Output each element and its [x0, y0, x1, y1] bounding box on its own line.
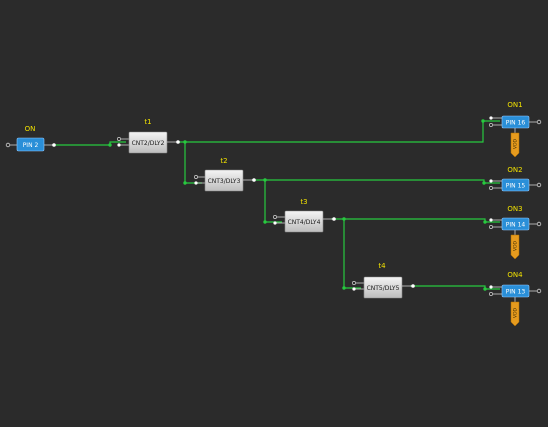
output-on3-input-b[interactable]: [489, 225, 493, 229]
block-t1[interactable]: t1 CNT2/DLY2: [117, 118, 180, 154]
block-t2-name: CNT3/DLY3: [208, 178, 241, 185]
block-t4-body[interactable]: [363, 276, 403, 299]
input-pin-label: PIN 2: [23, 142, 39, 149]
block-t3-name: CNT4/DLY4: [288, 219, 321, 226]
output-on3-input-a[interactable]: [489, 218, 493, 222]
output-on4-connector[interactable]: [536, 288, 542, 294]
junction-dot: [342, 286, 346, 290]
output-pin-15[interactable]: ON2 PIN 15: [489, 166, 542, 192]
block-t2[interactable]: t2 CNT3/DLY3: [194, 157, 256, 192]
output-on1-input-a[interactable]: [489, 116, 493, 120]
output-on1-label: ON1: [507, 101, 522, 109]
wire-t3-to-on3[interactable]: [331, 218, 500, 223]
output-on3-vdd-icon: [510, 234, 520, 260]
junction-dot: [183, 181, 187, 185]
block-t1-output[interactable]: [176, 140, 180, 144]
input-connector[interactable]: [5, 142, 11, 148]
block-t3-label: t3: [300, 198, 307, 206]
junction-dot: [482, 181, 486, 185]
output-on4-vdd-icon: [510, 301, 520, 327]
wire-t2-to-on2[interactable]: [252, 179, 500, 184]
block-t1-input-b[interactable]: [117, 143, 121, 147]
junctions: [108, 119, 487, 291]
block-t4-input-b[interactable]: [352, 287, 356, 291]
output-on1-vdd-icon: [510, 132, 520, 158]
output-pin-14[interactable]: ON3 PIN 14 VDD: [489, 205, 542, 260]
output-on1-vdd-label: VDD: [513, 138, 519, 149]
wire-t2-to-t3[interactable]: [264, 180, 282, 223]
output-on4-vdd-label: VDD: [513, 307, 519, 318]
output-on2-pin-label: PIN 15: [506, 183, 526, 190]
block-t3[interactable]: t3 CNT4/DLY4: [273, 198, 336, 233]
output-on2-input-b[interactable]: [489, 186, 493, 190]
input-pin-body[interactable]: [16, 137, 45, 152]
wires: [54, 120, 500, 290]
junction-dot: [183, 140, 187, 144]
junction-dot: [481, 119, 485, 123]
block-t3-output[interactable]: [332, 217, 336, 221]
junction-dot: [342, 217, 346, 221]
block-t4-name: CNT5/DLY5: [367, 285, 400, 292]
output-on2-input-a[interactable]: [489, 179, 493, 183]
block-t1-input-a[interactable]: [117, 137, 121, 141]
block-t2-output[interactable]: [252, 178, 256, 182]
output-on1-pin-label: PIN 16: [506, 120, 526, 127]
output-on3-connector[interactable]: [536, 221, 542, 227]
output-on4-input-b[interactable]: [489, 292, 493, 296]
block-t1-body[interactable]: [128, 131, 168, 154]
output-on3-vdd-label: VDD: [513, 240, 519, 251]
block-t3-body[interactable]: [284, 210, 324, 233]
block-t3-input-a[interactable]: [273, 215, 277, 219]
wire-t3-to-t4[interactable]: [343, 219, 361, 289]
block-t2-label: t2: [220, 157, 227, 165]
block-t4-output[interactable]: [411, 284, 415, 288]
output-on3-label: ON3: [507, 205, 522, 213]
block-t2-input-b[interactable]: [194, 181, 198, 185]
input-pin-2[interactable]: ON PIN 2: [5, 125, 56, 152]
block-t4-label: t4: [378, 262, 386, 270]
block-t1-label: t1: [144, 118, 151, 126]
block-t3-input-b[interactable]: [273, 221, 277, 225]
output-on2-label: ON2: [507, 166, 522, 174]
output-on1-input-b[interactable]: [489, 123, 493, 127]
junction-dot: [263, 178, 267, 182]
output-on2-connector[interactable]: [536, 182, 542, 188]
output-on4-label: ON4: [507, 271, 523, 279]
output-on4-input-a[interactable]: [489, 285, 493, 289]
wire-pin2-to-t1[interactable]: [54, 141, 126, 146]
output-pin-16[interactable]: ON1 PIN 16 VDD: [489, 101, 542, 158]
block-t1-name: CNT2/DLY2: [132, 140, 165, 147]
output-pin-13[interactable]: ON4 PIN 13 VDD: [489, 271, 542, 327]
block-t2-input-a[interactable]: [194, 175, 198, 179]
output-on1-connector[interactable]: [536, 119, 542, 125]
block-t2-body[interactable]: [204, 169, 244, 192]
junction-dot: [108, 143, 112, 147]
output-on4-pin-label: PIN 13: [506, 289, 526, 296]
junction-dot: [483, 287, 487, 291]
input-label: ON: [25, 125, 36, 133]
junction-dot: [483, 220, 487, 224]
block-t4-input-a[interactable]: [352, 281, 356, 285]
input-output-connector[interactable]: [52, 143, 56, 147]
output-on3-pin-label: PIN 14: [506, 222, 526, 229]
wire-t1-to-on1[interactable]: [178, 120, 500, 143]
junction-dot: [263, 220, 267, 224]
block-t4[interactable]: t4 CNT5/DLY5: [352, 262, 415, 299]
